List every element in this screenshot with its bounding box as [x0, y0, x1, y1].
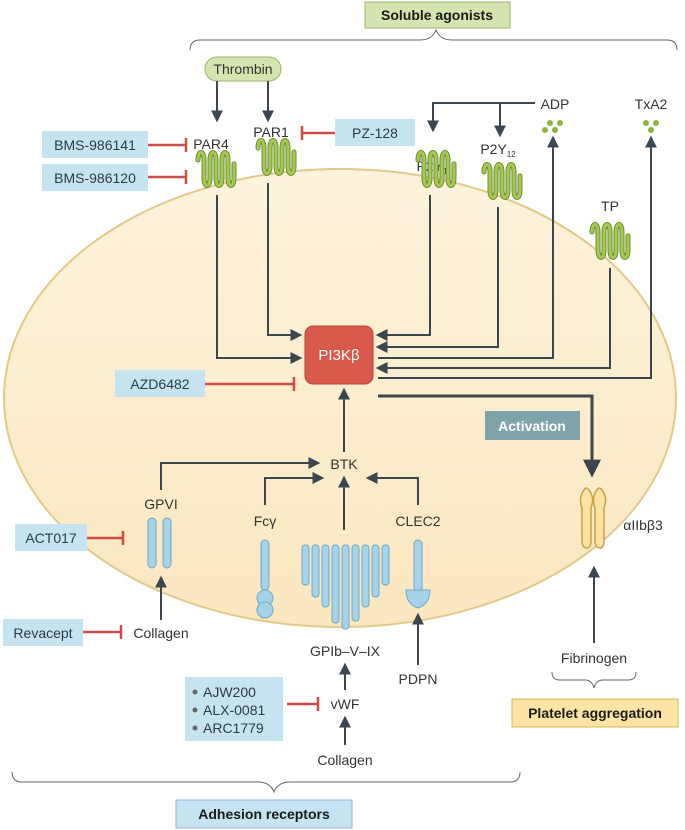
platelet-aggregation-brace: [551, 671, 637, 689]
integrin-label: αIIbβ3: [623, 517, 663, 533]
tp-receptor: [589, 222, 631, 260]
gpvi-label: GPVI: [144, 496, 177, 512]
vwf-inhibitor-bullet: [192, 725, 198, 731]
par1-label: PAR1: [253, 124, 289, 140]
adp-dots: [542, 120, 563, 133]
gpvi-receptor-right: [162, 517, 172, 569]
vwf-inhibitors-box: [185, 677, 283, 741]
bms986120-inhibit: [148, 170, 188, 184]
fibrinogen-label: Fibrinogen: [561, 650, 627, 666]
vwf-inhibitor-item: ALX-0081: [203, 702, 265, 718]
platelet-aggregation-box: [511, 698, 679, 728]
clec2-to-btk-arrow: [365, 472, 419, 505]
txa2-secretion-arrow: [378, 135, 657, 379]
par4-receptor: [195, 150, 237, 188]
p2y1-to-pi3kb-arrow: [375, 195, 431, 341]
act017-box: [15, 524, 87, 551]
bms986120-label: BMS-986120: [54, 170, 136, 186]
act017-label: ACT017: [25, 530, 77, 546]
thrombin-label: Thrombin: [213, 61, 272, 77]
vwf-label: vWF: [331, 696, 360, 712]
fcg-label: Fcγ: [254, 513, 277, 529]
adp-to-p2y1-arrow: [427, 102, 535, 133]
platelet-cell: [3, 168, 677, 628]
bms986141-inhibit: [148, 138, 188, 152]
gpib-label: GPIb–V–IX: [310, 643, 381, 659]
vwf-inhibitors-inhibit: [287, 697, 320, 711]
collagen-gpvi-label: Collagen: [133, 625, 188, 641]
pz128-box: [335, 119, 415, 146]
revacept-label: Revacept: [13, 625, 72, 641]
adp-secretion-arrow: [378, 135, 559, 359]
vwf-inhibitor-item: AJW200: [203, 684, 256, 700]
activation-box: [485, 411, 580, 440]
txa2-label: TxA2: [635, 96, 668, 112]
par1-to-pi3kb-arrow: [267, 183, 303, 341]
thrombin-box: [204, 56, 282, 82]
collagen-vwf-label: Collagen: [317, 752, 372, 768]
adhesion-receptors-brace: [11, 771, 521, 794]
activation-label: Activation: [498, 418, 566, 434]
p2y12-receptor: [481, 162, 523, 200]
clec2-receptor: [405, 539, 431, 609]
gpib-v-ix-receptor: [301, 544, 390, 630]
azd6482-label: AZD6482: [130, 376, 189, 392]
pi3kb-to-integrin-arrow: [378, 394, 601, 478]
adhesion-receptors-box: [175, 799, 353, 829]
pi3kb-label: PI3Kβ: [318, 347, 360, 364]
p2y12-label: P2Y12: [480, 141, 516, 159]
soluble-agonists-label: Soluble agonists: [381, 7, 493, 23]
txa2-dots: [643, 120, 659, 133]
platelet-aggregation-label: Platelet aggregation: [528, 705, 662, 721]
pdpn-label: PDPN: [399, 671, 438, 687]
fcg-to-btk-arrow: [264, 472, 325, 505]
gpvi-receptor-left: [147, 517, 157, 569]
vwf-inhibitor-item: ARC1779: [203, 720, 264, 736]
p2y12-to-pi3kb-arrow: [375, 207, 499, 353]
btk-label: BTK: [330, 456, 358, 472]
clec2-label: CLEC2: [395, 513, 440, 529]
gpvi-to-btk-arrow: [160, 457, 321, 490]
fcg-receptor: [256, 539, 274, 619]
bms986120-box: [42, 164, 148, 191]
integrin-receptor: [579, 487, 607, 549]
bms986141-label: BMS-986141: [54, 137, 136, 153]
azd6482-box: [115, 370, 205, 397]
soluble-agonists-brace: [189, 28, 678, 51]
soluble-agonists-box: [364, 1, 511, 29]
par4-label: PAR4: [193, 136, 229, 152]
adhesion-receptors-label: Adhesion receptors: [198, 806, 330, 822]
act017-inhibit: [87, 531, 125, 545]
vwf-inhibitor-bullet: [192, 707, 198, 713]
p2y1-receptor: [415, 150, 457, 188]
par1-receptor: [255, 138, 297, 176]
par4-to-pi3kb-arrow: [216, 195, 303, 364]
tp-label: TP: [601, 198, 619, 214]
azd6482-inhibit: [205, 377, 296, 391]
pz128-inhibit: [300, 126, 335, 140]
revacept-box: [3, 619, 83, 646]
pi3kb-box: [304, 325, 374, 385]
adp-label: ADP: [541, 96, 570, 112]
bms986141-box: [42, 131, 148, 158]
pz128-label: PZ-128: [352, 125, 398, 141]
tp-to-pi3kb-arrow: [375, 268, 611, 374]
revacept-inhibit: [83, 625, 123, 639]
vwf-inhibitor-bullet: [192, 689, 198, 695]
